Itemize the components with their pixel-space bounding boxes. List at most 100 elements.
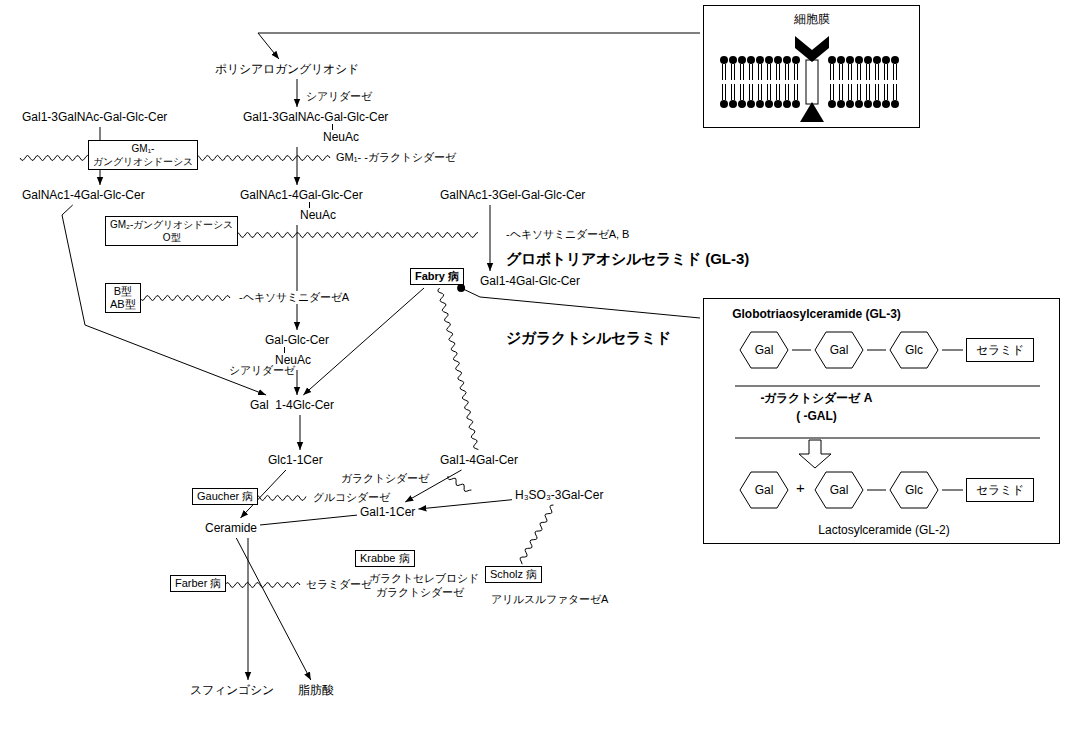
lipid-head — [792, 100, 800, 108]
compound-name: Gal1-4Gal-Glc-Cer — [480, 274, 580, 288]
lipid-tail — [896, 84, 897, 100]
lipid-tail — [896, 64, 897, 80]
block-wavy-line — [130, 296, 230, 301]
panel-box: 細胞膜 — [703, 5, 920, 128]
lipid-tail — [749, 84, 750, 100]
lipid-tail — [860, 84, 861, 100]
compound-name: NeuAc — [323, 124, 388, 144]
sugar-hexagon: Glc — [889, 471, 939, 509]
lipid-tail — [761, 64, 762, 80]
pathway-arrow — [418, 500, 512, 509]
lipid-head — [792, 56, 800, 64]
enzyme-label: ガラクトセレブロシド — [368, 572, 480, 585]
lipid-head — [891, 56, 899, 64]
compound-text: GalNAc1-4Gal-Glc-CerNeuAc — [240, 188, 363, 222]
node-text: Scholz 病 — [490, 568, 537, 581]
compound-name: Gal1-4Gal-Cer — [440, 453, 518, 467]
lipid-tail — [776, 84, 777, 100]
lipid-tail — [788, 84, 789, 100]
heading-label: グロボトリアオシルセラミド (GL-3) — [505, 250, 750, 268]
compound-text: GalNAc1-4Gal-Glc-Cer — [22, 188, 145, 202]
node-text: Fabry 病 — [415, 270, 459, 283]
lipid-head — [864, 100, 872, 108]
lipid-tail — [743, 64, 744, 80]
compound-text: 脂肪酸 — [298, 683, 334, 697]
enzyme-label: シアリダーゼ — [305, 90, 373, 103]
node-text: Glc — [905, 343, 923, 357]
enzyme-label: -ヘキソサミニダーゼA, B — [505, 228, 630, 241]
compound-text: Gal1-4Gal-Glc-Cer — [480, 274, 580, 288]
lipid-head — [756, 56, 764, 64]
enzyme-label: シアリダーゼ — [228, 364, 296, 377]
heading-label: ジガラクトシルセラミド — [505, 329, 672, 347]
disease-box: Krabbe 病 — [355, 550, 415, 567]
node-text: Gal — [830, 343, 849, 357]
lipid-head — [747, 100, 755, 108]
lipid-tail — [875, 84, 876, 100]
lipid-head — [891, 100, 899, 108]
sugar-hexagon: Gal — [814, 471, 864, 509]
lipid-tail — [866, 64, 867, 80]
sugar-hexagon: Gal — [739, 331, 789, 369]
lipid-tail — [866, 84, 867, 100]
lipid-tail — [749, 64, 750, 80]
lipid-tail — [842, 84, 843, 100]
leader-dot — [457, 284, 465, 292]
lipid-tail — [848, 84, 849, 100]
disease-box: Fabry 病 — [410, 268, 464, 285]
lipid-tail — [887, 64, 888, 80]
hexagon-shape — [890, 472, 938, 508]
compound-text: Gal1-1Cer — [360, 505, 415, 519]
lipid-tail — [722, 84, 723, 100]
lipid-tail — [785, 84, 786, 100]
lipid-tail — [776, 64, 777, 80]
hexagon-shape — [815, 472, 863, 508]
lipid-tail — [734, 84, 735, 100]
pathway-arrow — [297, 147, 298, 185]
lipid-tail — [794, 84, 795, 100]
sugar-hexagon: Gal — [814, 331, 864, 369]
lipid-head — [864, 56, 872, 64]
lipid-head — [855, 56, 863, 64]
pathway-arrow — [297, 370, 298, 395]
pathway-arrow — [867, 490, 886, 491]
compound-name: 脂肪酸 — [298, 683, 334, 697]
compound-name: GalNAc1-4Gal-Glc-Cer — [240, 188, 363, 202]
pathway-arrow — [300, 415, 301, 450]
lipid-tail — [884, 84, 885, 100]
lipid-tail — [740, 84, 741, 100]
cell-membrane-illustration — [720, 36, 899, 122]
compound-text: Gal1-3GalNAc-Gal-Glc-CerNeuAc — [243, 110, 388, 144]
lipid-tail — [758, 64, 759, 80]
lipid-tail — [830, 84, 831, 100]
enzyme-label: ガラクトシダーゼ — [375, 586, 465, 599]
node-text: -ガラクトシダーゼ A — [704, 391, 929, 405]
lipid-tail — [731, 64, 732, 80]
lipid-tail — [770, 64, 771, 80]
hexagon-shape — [740, 332, 788, 368]
lipid-tail — [857, 84, 858, 100]
lipid-tail — [734, 64, 735, 80]
lipid-tail — [851, 64, 852, 80]
lipid-tail — [761, 84, 762, 100]
lipid-head — [837, 100, 845, 108]
disease-box: Farber 病 — [170, 575, 226, 592]
lipid-head — [828, 100, 836, 108]
receptor-symbol — [795, 36, 829, 62]
node-text: Krabbe 病 — [360, 552, 410, 565]
enzyme-block-lines — [20, 156, 478, 588]
pathway-arrow — [867, 350, 886, 351]
lipid-tail — [785, 64, 786, 80]
node-text: B型 AB型 — [110, 285, 136, 311]
lipid-head — [720, 56, 728, 64]
compound-name: Gal 1-4Glc-Cer — [250, 398, 334, 412]
lipid-head — [720, 100, 728, 108]
ceramide-box: セラミド — [966, 338, 1034, 362]
compound-name: Ceramide — [205, 521, 257, 535]
lipid-tail — [839, 84, 840, 100]
node-text: O型 — [110, 231, 233, 244]
lipid-tail — [878, 84, 879, 100]
lipid-head — [882, 56, 890, 64]
pathway-arrow — [297, 225, 298, 330]
compound-text: H₃SO₃-3Gal-Cer — [515, 488, 603, 502]
